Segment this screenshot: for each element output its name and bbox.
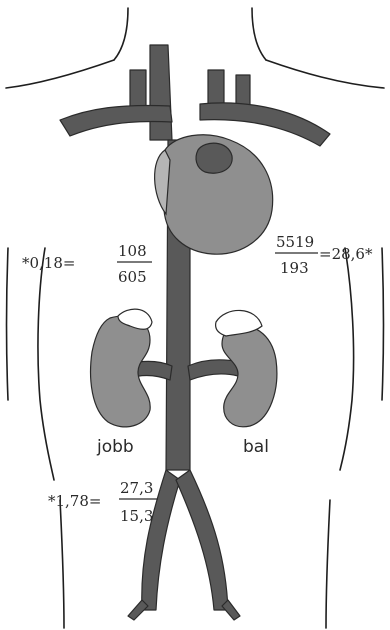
left-kidney-body xyxy=(222,326,277,427)
heart-aortic-root xyxy=(196,143,232,173)
shoulder-right-line xyxy=(266,60,384,88)
arm-right-line xyxy=(382,248,384,400)
right-kidney-label: jobb xyxy=(96,437,134,457)
iliac-right xyxy=(176,470,228,610)
torso-left-line xyxy=(38,248,54,480)
arm-left-line xyxy=(7,248,9,400)
shoulder-left-line xyxy=(6,60,114,88)
formula-left-top-denominator: 605 xyxy=(118,268,147,286)
formula-right-top-numerator: 5519 xyxy=(276,233,314,251)
formula-right-top: 5519 193 =28,6* xyxy=(275,233,373,277)
formula-bottom: *1,78= 27,3 15,3 xyxy=(48,479,158,525)
torso-right-line xyxy=(340,248,354,470)
renal-artery-right xyxy=(188,360,240,380)
formula-bottom-denominator: 15,3 xyxy=(120,507,153,525)
left-kidney-label: bal xyxy=(243,437,269,457)
body-outline xyxy=(6,8,384,628)
neck-right-line xyxy=(252,8,266,60)
formula-left-top-numerator: 108 xyxy=(118,242,147,260)
leg-left-line xyxy=(60,500,64,628)
aortic-arch xyxy=(150,45,172,140)
carotid-left xyxy=(130,70,146,110)
formula-bottom-prefix: *1,78= xyxy=(48,492,101,510)
leg-right-line xyxy=(326,500,330,628)
neck-left-line xyxy=(114,8,128,60)
formula-right-top-suffix: =28,6* xyxy=(319,245,373,263)
formula-left-top-prefix: *0,18= xyxy=(22,254,75,272)
femoral-right-fork xyxy=(222,600,240,620)
formula-bottom-numerator: 27,3 xyxy=(120,479,153,497)
formula-right-top-denominator: 193 xyxy=(280,259,309,277)
